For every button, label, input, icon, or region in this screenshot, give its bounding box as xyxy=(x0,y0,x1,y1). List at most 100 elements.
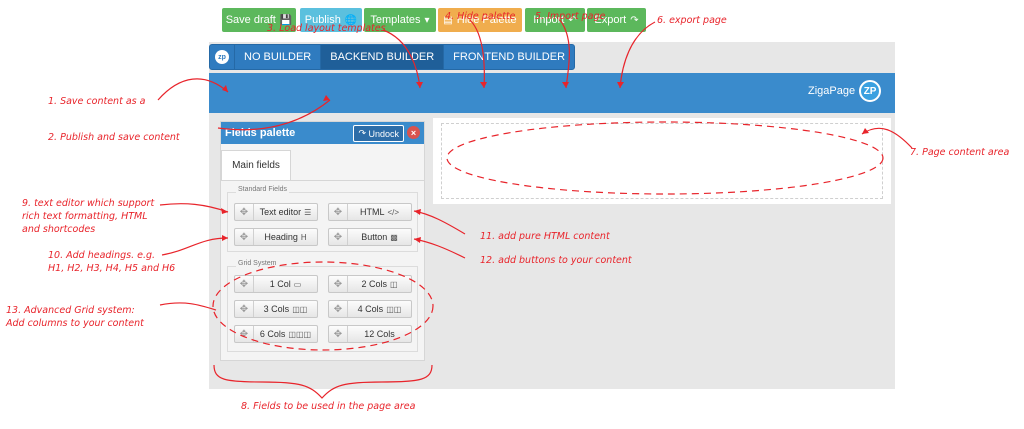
field-button[interactable]: ✥Button▩ xyxy=(328,228,412,246)
arrow-7 xyxy=(861,127,913,149)
code-icon: </> xyxy=(387,208,400,217)
arrow-13 xyxy=(159,302,217,311)
arrowhead-9 xyxy=(221,208,228,214)
fields-brace xyxy=(213,364,433,399)
move-icon[interactable]: ✥ xyxy=(329,326,348,342)
field-label: 4 Cols xyxy=(357,304,384,314)
annotation-11: 11. add pure HTML content xyxy=(480,231,610,242)
columns-icon: ▭ xyxy=(293,280,302,289)
field-label: 3 Cols xyxy=(263,304,290,314)
standard-fields-group: Standard Fields ✥Text editor☰ ✥HTML</> ✥… xyxy=(227,186,418,252)
annotation-9: 9. text editor which support rich text f… xyxy=(22,197,154,236)
field-label: 6 Cols xyxy=(259,329,286,339)
content-ellipse xyxy=(446,121,884,195)
arrowhead-3 xyxy=(416,82,423,88)
field-3-cols[interactable]: ✥ 3 Cols◫◫ xyxy=(234,300,318,318)
move-icon[interactable]: ✥ xyxy=(329,229,348,245)
mode-backend-builder[interactable]: BACKEND BUILDER xyxy=(321,45,445,69)
hide-palette-button[interactable]: ▤Hide Palette xyxy=(438,8,522,32)
move-icon[interactable]: ✥ xyxy=(329,204,348,220)
annotation-2: 2. Publish and save content xyxy=(48,132,180,143)
templates-label: Templates xyxy=(370,14,421,26)
arrow-10 xyxy=(161,237,229,256)
annotation-7: 7. Page content area xyxy=(910,147,1010,158)
publish-button[interactable]: Publish🌐 xyxy=(300,8,362,32)
builder-toolbar xyxy=(209,73,895,113)
arrowhead-2 xyxy=(323,95,330,101)
field-label: 1 Col xyxy=(269,279,291,289)
annotation-9-line-3: and shortcodes xyxy=(22,224,96,235)
zp-logo-icon: zp xyxy=(215,50,229,64)
annotation-6: 6. export page xyxy=(657,15,727,26)
arrow-12 xyxy=(413,238,466,259)
annotation-10-line-2: H1, H2, H3, H4, H5 and H6 xyxy=(48,263,176,274)
brand-logo-icon: ZP xyxy=(859,80,882,102)
arrow-11 xyxy=(413,210,466,235)
annotation-4: 4. Hide palette xyxy=(445,11,516,22)
annotation-9-line-1: 9. text editor which support xyxy=(22,198,155,209)
field-label: Text editor xyxy=(259,207,302,217)
list-icon: ▤ xyxy=(443,14,453,26)
move-icon[interactable]: ✥ xyxy=(329,276,348,292)
arrow-3 xyxy=(382,29,421,89)
brand-name: ZigaPage xyxy=(808,85,856,97)
field-2-cols[interactable]: ✥ 2 Cols◫ xyxy=(328,275,412,293)
annotation-9-line-2: rich text formatting, HTML xyxy=(22,211,148,222)
annotation-13-line-1: 13. Advanced Grid system: xyxy=(6,305,135,316)
arrowhead-10 xyxy=(222,235,228,241)
arrow-5 xyxy=(559,19,570,89)
field-12-cols[interactable]: ✥12 Cols xyxy=(328,325,412,343)
field-html[interactable]: ✥HTML</> xyxy=(328,203,412,221)
arrow-4 xyxy=(469,19,485,89)
mode-no-builder[interactable]: NO BUILDER xyxy=(235,45,322,69)
columns-icon: ◫◫◫ xyxy=(288,330,312,339)
import-label: Import xyxy=(533,14,565,26)
field-label: 2 Cols xyxy=(361,279,387,289)
palette-tabs: Main fields xyxy=(221,150,424,181)
field-6-cols[interactable]: ✥ 6 Cols◫◫◫ xyxy=(234,325,318,343)
caret-down-icon: ▾ xyxy=(424,14,430,26)
move-icon[interactable]: ✥ xyxy=(329,301,348,317)
move-icon[interactable]: ✥ xyxy=(235,229,254,245)
grid-system-group: Grid System ✥1 Col▭ ✥2 Cols◫ ✥3 Cols◫◫ ✥… xyxy=(227,260,418,352)
move-icon[interactable]: ✥ xyxy=(235,301,254,317)
arrow-1 xyxy=(157,78,229,101)
move-icon[interactable]: ✥ xyxy=(235,204,254,220)
globe-icon: 🌐 xyxy=(344,14,358,26)
undock-button[interactable]: ↷ Undock xyxy=(353,125,404,142)
arrow-9 xyxy=(159,203,229,213)
columns-icon: ◫◫ xyxy=(386,305,402,314)
field-label: Heading xyxy=(264,232,298,242)
arrowhead-4 xyxy=(480,82,487,88)
tab-main-fields[interactable]: Main fields xyxy=(221,150,291,180)
close-icon[interactable]: × xyxy=(407,126,420,139)
publish-label: Publish xyxy=(304,14,341,26)
annotation-1: 1. Save content as a xyxy=(48,96,146,107)
arrow-6 xyxy=(619,21,656,89)
annotation-8: 8. Fields to be used in the page area xyxy=(241,401,416,412)
undock-icon: ↷ xyxy=(358,128,369,138)
import-button[interactable]: Import↶ xyxy=(525,8,585,32)
fields-palette: Fields palette ↷ Undock × Main fields St… xyxy=(220,121,425,361)
save-draft-label: Save draft xyxy=(225,14,276,26)
arrow-2 xyxy=(217,99,331,131)
header-icon: H xyxy=(300,233,307,242)
move-icon[interactable]: ✥ xyxy=(235,326,254,342)
annotation-10: 10. Add headings. e.g. H1, H2, H3, H4, H… xyxy=(48,249,175,275)
arrowhead-1 xyxy=(222,85,228,92)
builder-mode-bar: zp NO BUILDER BACKEND BUILDER FRONTEND B… xyxy=(209,44,576,70)
columns-icon: ◫◫ xyxy=(292,305,308,314)
arrowhead-7 xyxy=(862,128,869,134)
undock-label: Undock xyxy=(368,128,399,139)
field-1-col[interactable]: ✥ 1 Col▭ xyxy=(234,275,318,293)
save-draft-button[interactable]: Save draft💾 xyxy=(222,8,296,32)
field-4-cols[interactable]: ✥ 4 Cols◫◫ xyxy=(328,300,412,318)
mode-frontend-builder[interactable]: FRONTEND BUILDER xyxy=(453,51,566,63)
field-text-editor[interactable]: ✥Text editor☰ xyxy=(234,203,318,221)
templates-button[interactable]: Templates▾ xyxy=(364,8,436,32)
columns-icon: ◫ xyxy=(389,280,398,289)
move-icon[interactable]: ✥ xyxy=(235,276,254,292)
export-button[interactable]: Export↷ xyxy=(587,8,646,32)
